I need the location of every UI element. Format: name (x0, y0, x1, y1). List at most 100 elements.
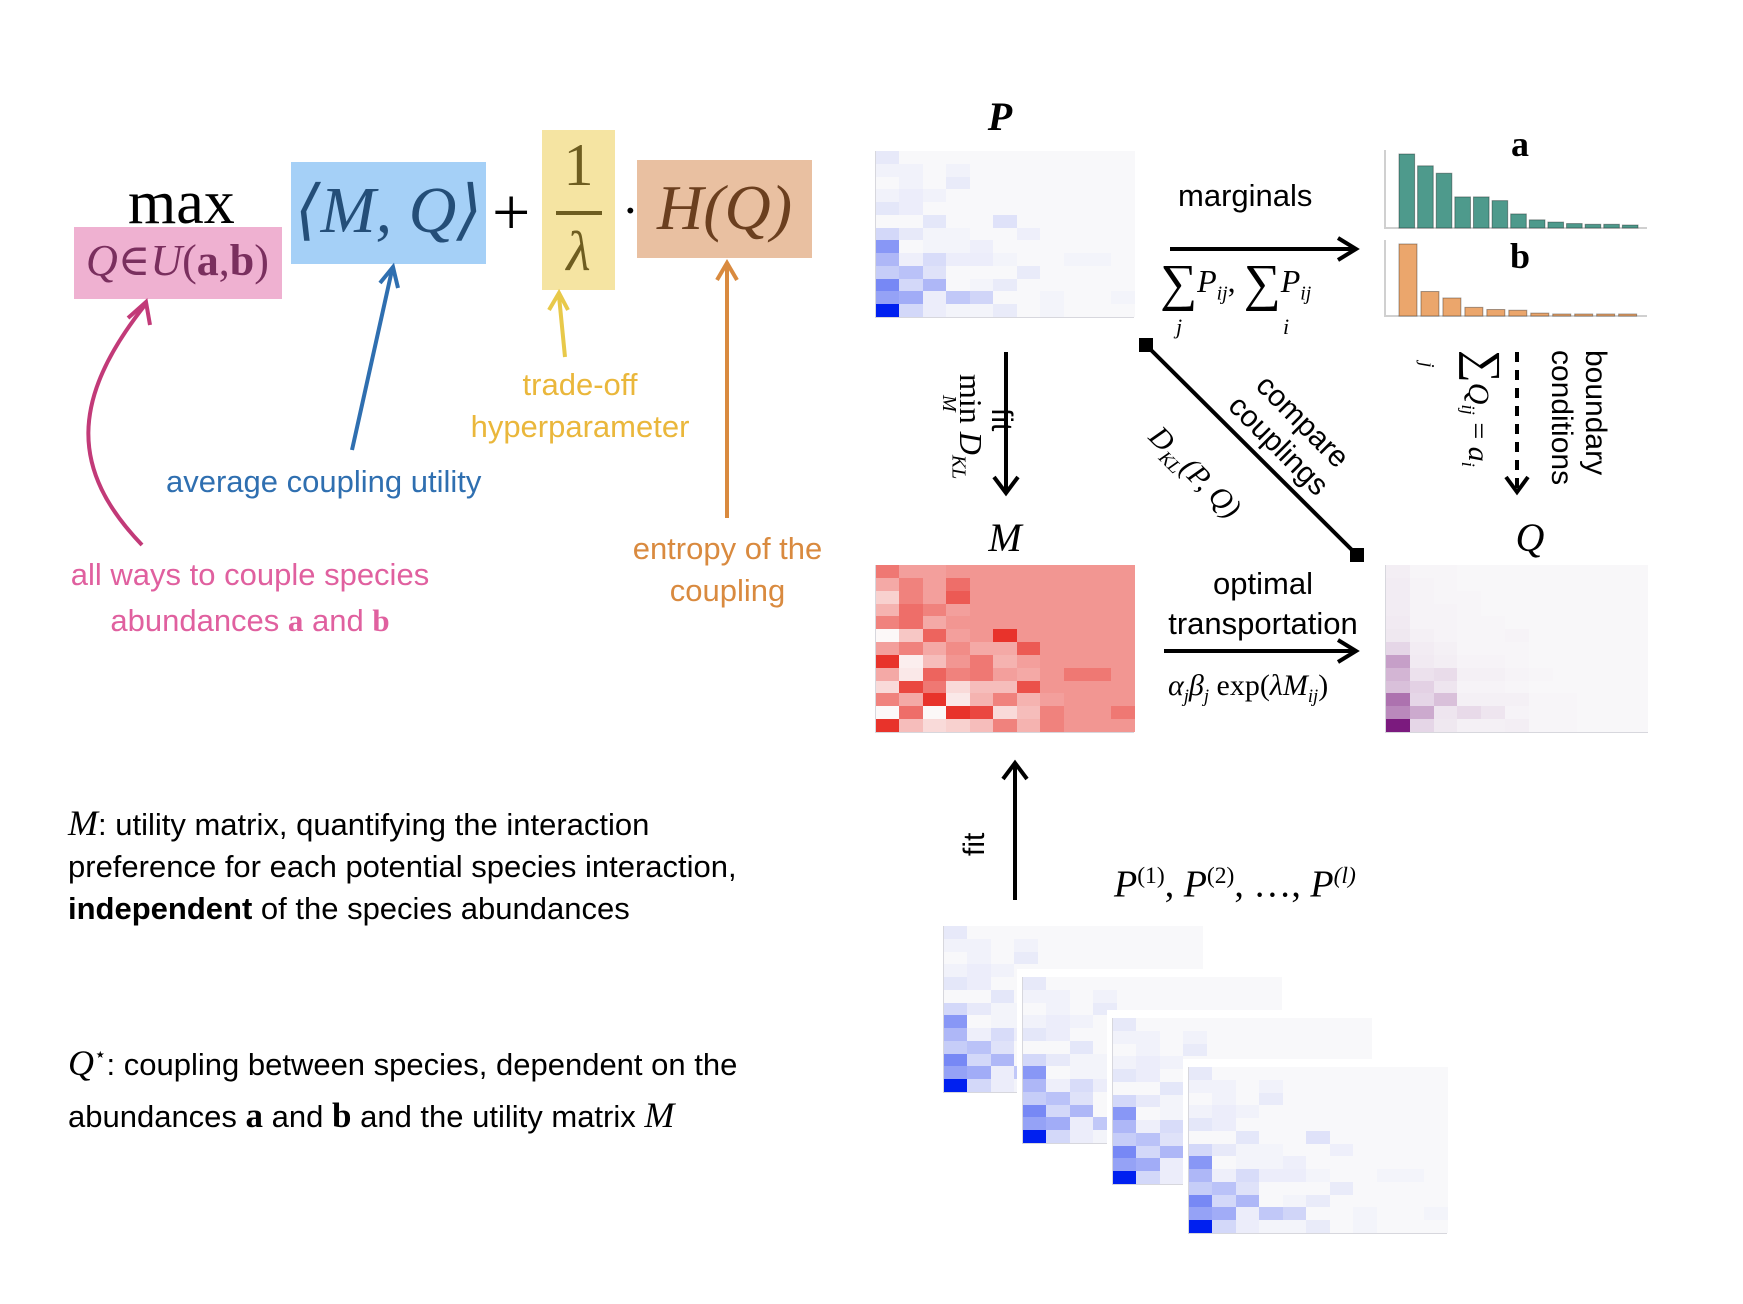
m-cell (993, 590, 1018, 604)
sample-sup2: (2) (1206, 863, 1235, 889)
q-cell (1481, 654, 1506, 668)
definition-q-and: and (263, 1099, 332, 1134)
a-bar (1566, 223, 1583, 229)
m-cell (922, 654, 947, 668)
p-cell (876, 240, 900, 254)
sample-3-cell (1324, 1043, 1349, 1057)
q-cell (1386, 603, 1410, 617)
p-cell (1110, 214, 1135, 228)
boundary-a: a (1462, 446, 1495, 462)
m-cell (946, 680, 971, 694)
sample-4-cell (1423, 1181, 1448, 1195)
definition-m-symbol: M (68, 803, 98, 843)
p-cell (993, 304, 1018, 318)
sample-2-cell (1163, 989, 1188, 1003)
sample-4-cell (1306, 1143, 1331, 1157)
q-cell (1409, 565, 1434, 578)
sample-4-cell (1235, 1067, 1260, 1080)
q-cell (1481, 642, 1506, 656)
sample-1-cell (1131, 938, 1156, 952)
sample-1-cell (944, 977, 968, 991)
sample-1-cell (1155, 951, 1180, 965)
p-cell (946, 304, 971, 318)
p-cell (1063, 291, 1088, 305)
m-cell (899, 603, 924, 617)
constraint-q: Q (86, 236, 118, 285)
m-cell (1040, 603, 1065, 617)
m-cell (876, 629, 900, 643)
sample-4-cell (1400, 1169, 1425, 1183)
sample-2-cell (1069, 1015, 1094, 1029)
q-cell (1528, 719, 1553, 733)
heatmap-q (1385, 565, 1649, 733)
sample-3-cell (1136, 1158, 1161, 1172)
sample-pl: P (1310, 863, 1334, 906)
p-cell (993, 291, 1018, 305)
m-cell (1087, 654, 1112, 668)
q-cell (1576, 565, 1601, 578)
p-cell (969, 163, 994, 177)
sample-3-cell (1324, 1018, 1349, 1031)
sample-4-cell (1259, 1169, 1284, 1183)
sample-1-cell (990, 1053, 1015, 1067)
p-cell (1087, 151, 1112, 164)
sample-4-cell (1235, 1092, 1260, 1106)
annotation-tradeoff-line2: hyperparameter (470, 409, 690, 444)
constraint-highlight (74, 227, 282, 299)
m-cell (946, 706, 971, 720)
sample-2-cell (1069, 1028, 1094, 1042)
fit-label-top: fit (985, 408, 1018, 432)
p-cell (969, 214, 994, 228)
compare-endpoint-start (1139, 338, 1153, 352)
sample-4-cell (1282, 1118, 1307, 1132)
q-cell (1481, 565, 1506, 578)
m-cell (922, 629, 947, 643)
m-cell (899, 616, 924, 630)
m-cell (1063, 654, 1088, 668)
boundary-line1: boundary (1579, 350, 1612, 476)
p-cell (993, 214, 1018, 228)
p-cell (1016, 151, 1041, 164)
sample-2-cell (1023, 989, 1047, 1003)
q-cell (1481, 590, 1506, 604)
sample-4-cell (1376, 1130, 1401, 1144)
p-cell (876, 214, 900, 228)
sample-1-cell (1155, 926, 1180, 939)
sample-2-cell (1257, 977, 1282, 990)
m-cell (993, 706, 1018, 720)
sample-4-cell (1353, 1092, 1378, 1106)
sample-4-cell (1189, 1143, 1213, 1157)
sample-4-cell (1306, 1194, 1331, 1208)
p-cell (969, 176, 994, 190)
sample-4-cell (1259, 1118, 1284, 1132)
marginal-ij1: ij (1216, 282, 1228, 305)
q-cell (1576, 706, 1601, 720)
sample-4-cell (1235, 1130, 1260, 1144)
q-cell (1481, 706, 1506, 720)
sample-4-cell (1306, 1207, 1331, 1221)
sample-3-cell (1183, 1018, 1208, 1031)
yellow-arrowhead (547, 288, 570, 312)
q-cell (1552, 680, 1577, 694)
sample-4-cell (1306, 1169, 1331, 1183)
sample-1-cell (944, 1079, 968, 1093)
ot-ij: ij (1307, 686, 1319, 707)
p-cell (1110, 253, 1135, 267)
sample-4-cell (1400, 1130, 1425, 1144)
sample-3-cell (1113, 1056, 1137, 1070)
boundary-eq: = (1462, 414, 1495, 447)
sample-1-cell (967, 1066, 992, 1080)
sample-3-cell (1136, 1132, 1161, 1146)
sample-4-cell (1235, 1156, 1260, 1170)
sample-2-cell (1046, 1104, 1071, 1118)
sample-4-cell (1400, 1207, 1425, 1221)
boundary-arrowhead (1504, 475, 1530, 496)
m-cell (1087, 680, 1112, 694)
p-cell (1040, 278, 1065, 292)
p-cell (899, 240, 924, 254)
sample-3-cell (1136, 1120, 1161, 1134)
q-cell (1386, 616, 1410, 630)
sample-4-cell (1212, 1156, 1237, 1170)
q-cell (1552, 629, 1577, 643)
m-cell (922, 680, 947, 694)
